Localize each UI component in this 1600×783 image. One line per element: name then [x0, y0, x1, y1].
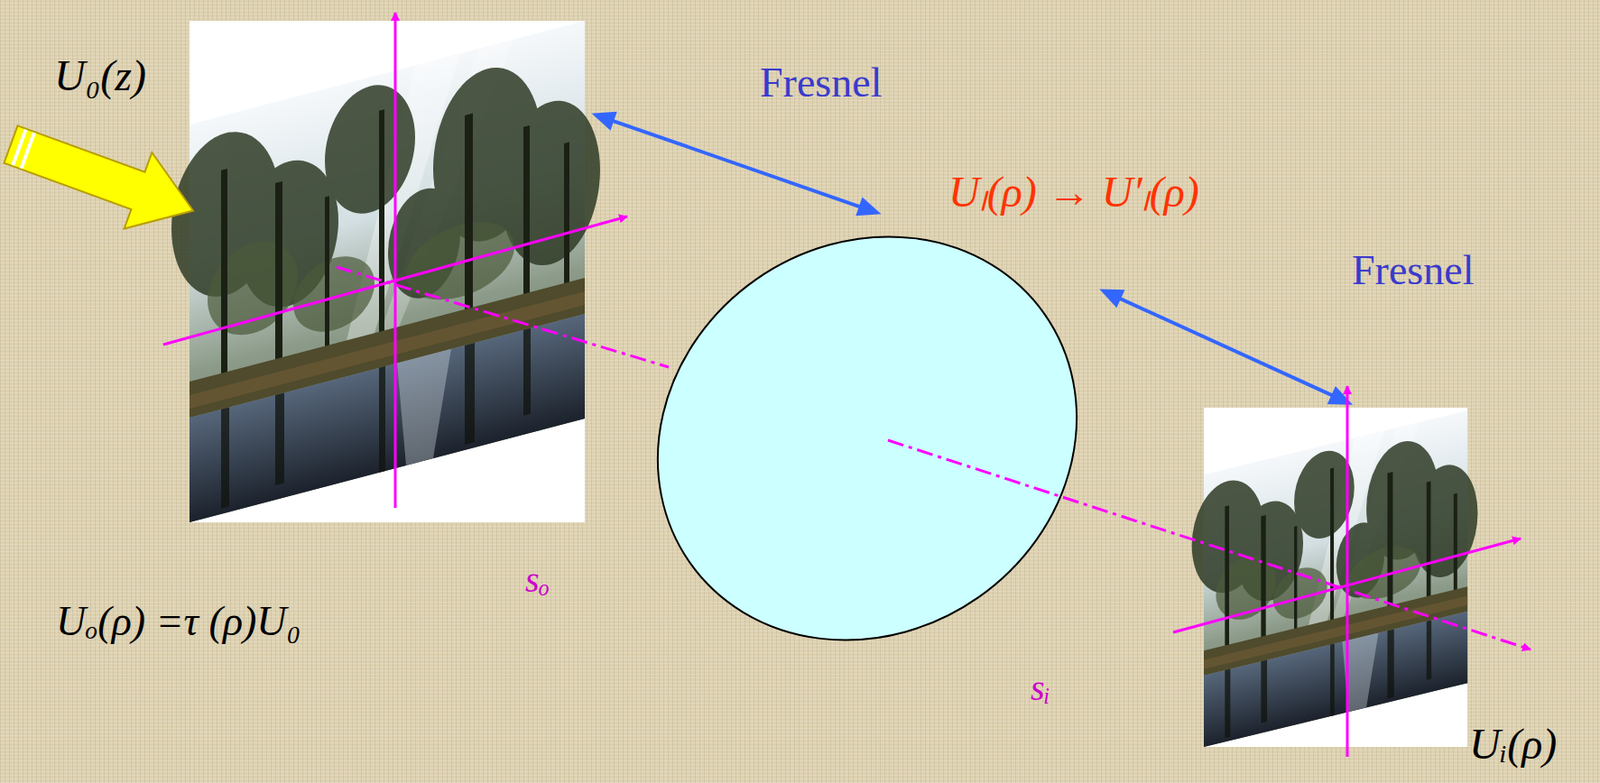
connector-line — [1115, 296, 1336, 398]
incident-arrow — [0, 106, 207, 250]
object-photo — [171, 17, 601, 528]
arrowhead — [1099, 289, 1125, 309]
field-expression: Uₗ(ρ) → U′ₗ(ρ) — [948, 166, 1200, 217]
field-expression: Uᵢ(ρ) — [1469, 719, 1557, 769]
lens-outline — [641, 216, 1093, 661]
field-label: U₀(z) — [54, 50, 147, 101]
field-expression: Uₒ(ρ) =τ (ρ)U₀ — [55, 598, 302, 647]
lens-shape — [641, 216, 1093, 661]
optical-axis — [336, 267, 669, 368]
edge-label: Fresnel — [759, 59, 882, 108]
fresnel-arrow — [1099, 289, 1353, 406]
image-plane: Uᵢ(ρ) — [1203, 407, 1468, 748]
optical-axis — [887, 440, 1531, 650]
edge-label: Fresnel — [1351, 247, 1474, 296]
axis-line — [1173, 538, 1521, 633]
arrowhead — [855, 196, 881, 216]
connector-line — [608, 119, 864, 209]
distance-label: sᵢ — [1030, 667, 1051, 710]
distance-label: sₒ — [525, 559, 550, 602]
lens: Uₗ(ρ) → U′ₗ(ρ) — [641, 216, 1093, 661]
object-plane: Uₒ(ρ) =τ (ρ)U₀ — [189, 20, 585, 523]
image-photo — [1192, 407, 1479, 750]
arrowhead — [1327, 386, 1353, 406]
axis-line — [163, 216, 628, 345]
axis-line — [394, 12, 398, 509]
fresnel-arrow — [591, 111, 882, 216]
axis-line — [1346, 386, 1350, 758]
arrowhead — [591, 111, 618, 131]
